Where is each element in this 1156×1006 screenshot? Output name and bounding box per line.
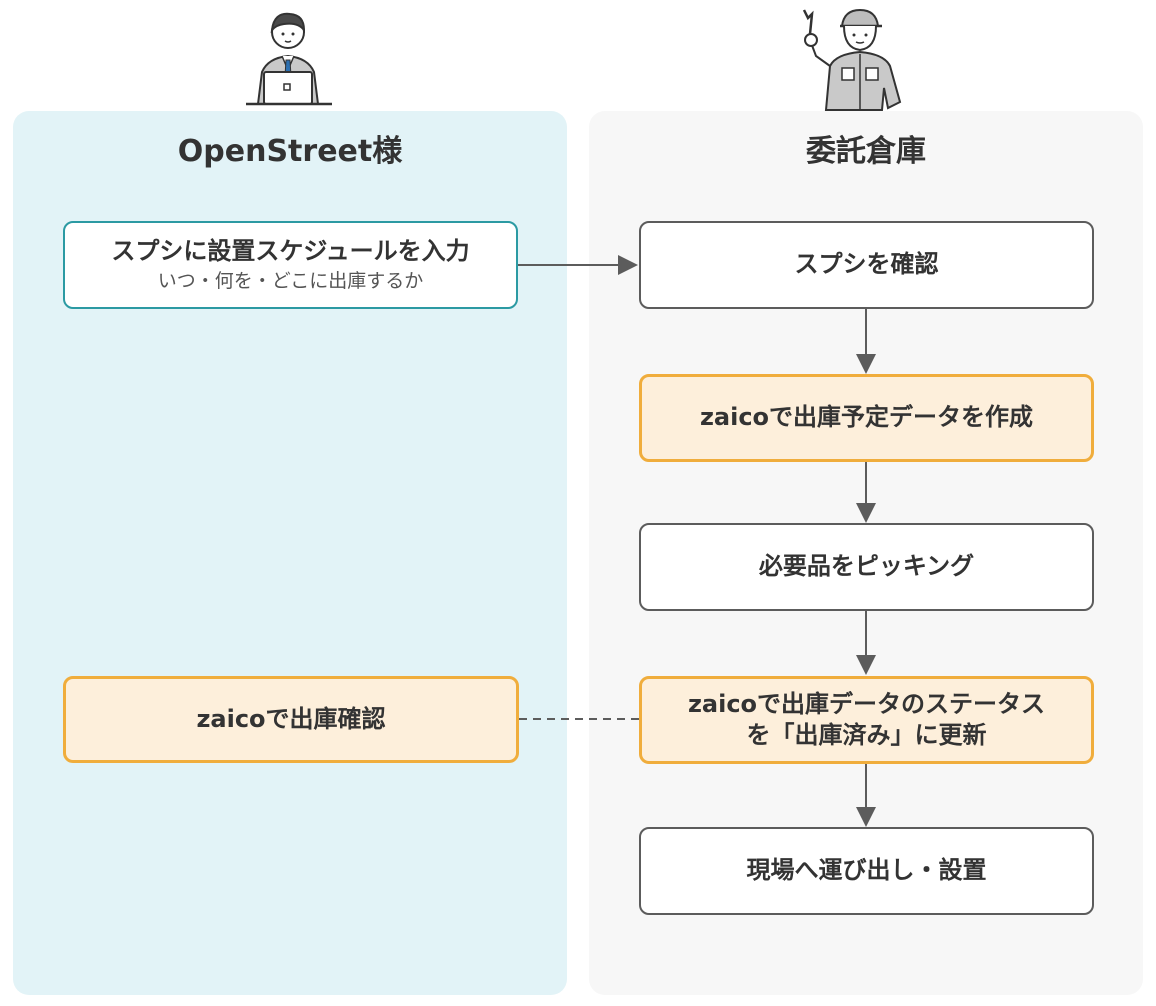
step-update-status: zaicoで出庫データのステータス を「出庫済み」に更新 <box>639 676 1094 764</box>
lane-title-warehouse: 委託倉庫 <box>806 134 926 169</box>
step-update-status-line2: を「出庫済み」に更新 <box>746 721 987 749</box>
step-picking: 必要品をピッキング <box>639 523 1094 611</box>
step-create-plan: zaicoで出庫予定データを作成 <box>639 374 1094 462</box>
step-input-schedule-sub: いつ・何を・どこに出庫するか <box>157 270 424 293</box>
step-check-sheet-label: スプシを確認 <box>794 250 939 279</box>
step-create-plan-label: zaicoで出庫予定データを作成 <box>699 403 1034 432</box>
worker-wrench-icon <box>802 8 902 111</box>
step-picking-label: 必要品をピッキング <box>758 552 975 581</box>
step-deliver-label: 現場へ運び出し・設置 <box>746 856 987 885</box>
step-input-schedule-title: スプシに設置スケジュールを入力 <box>111 237 470 266</box>
step-input-schedule: スプシに設置スケジュールを入力 いつ・何を・どこに出庫するか <box>63 221 518 309</box>
step-deliver: 現場へ運び出し・設置 <box>639 827 1094 915</box>
step-check-sheet: スプシを確認 <box>639 221 1094 309</box>
businessman-laptop-icon <box>246 12 332 106</box>
step-update-status-line1: zaicoで出庫データのステータス <box>687 689 1046 718</box>
step-confirm-zaico-label: zaicoで出庫確認 <box>196 704 386 733</box>
step-confirm-zaico: zaicoで出庫確認 <box>63 676 519 763</box>
lane-title-openstreet: OpenStreet様 <box>177 134 403 169</box>
